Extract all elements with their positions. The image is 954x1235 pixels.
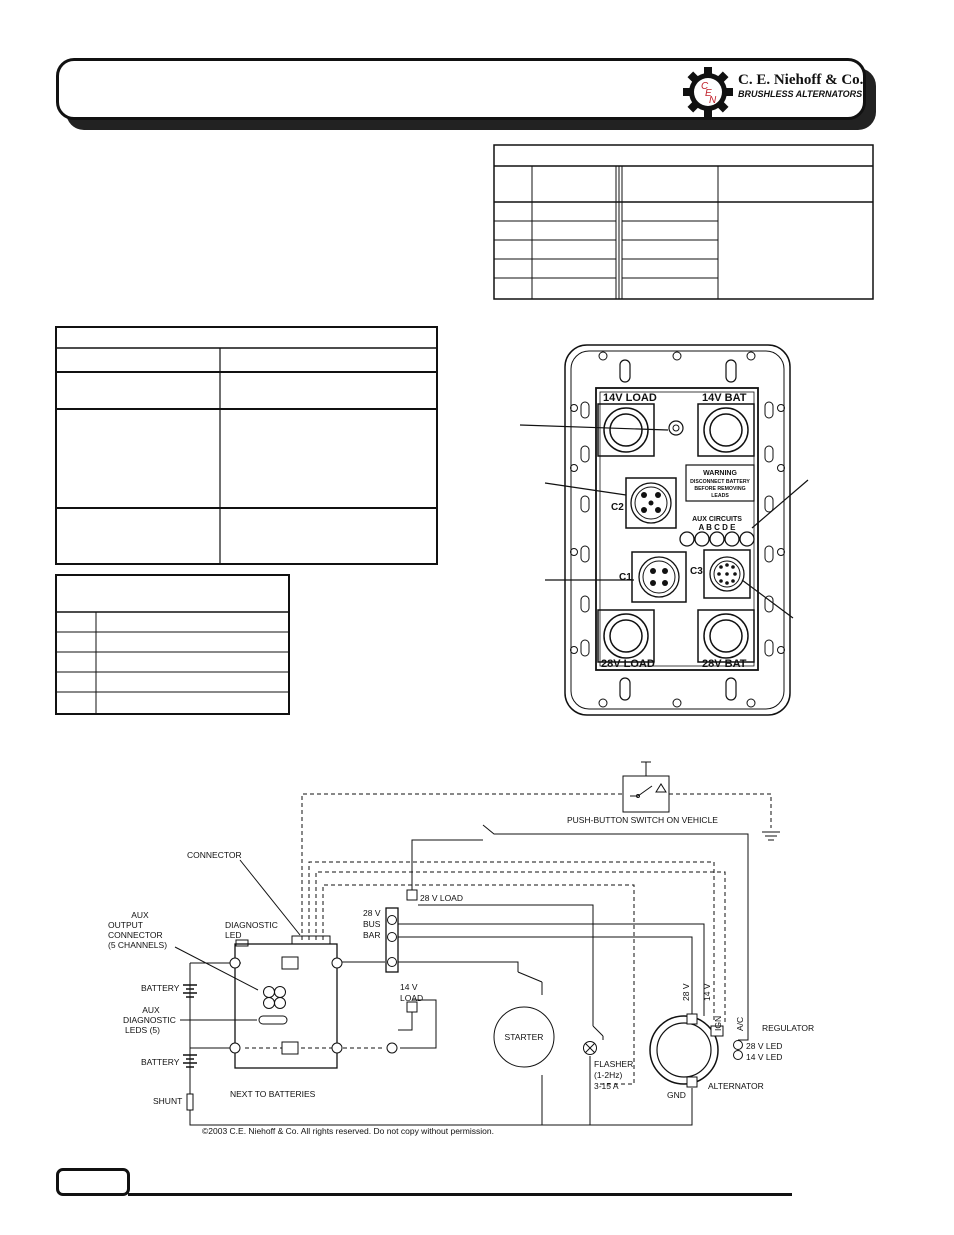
warning-line-2: BEFORE REMOVING bbox=[694, 486, 745, 492]
company-name: C. E. Niehoff & Co. bbox=[738, 72, 864, 88]
alt-14v-terminal: 14 V bbox=[702, 983, 712, 1001]
label-28v-bat: 28V BAT bbox=[702, 658, 747, 670]
warning-title: WARNING bbox=[703, 470, 737, 477]
aux-output-line-3: CONNECTOR bbox=[108, 930, 163, 940]
warning-line-3: LEADS bbox=[711, 493, 729, 499]
bus-bar-line-1: 28 V bbox=[363, 908, 381, 918]
aux-output-line-1: AUX bbox=[131, 910, 149, 920]
led-28v-label: 28 V LED bbox=[746, 1041, 782, 1051]
push-button-label: PUSH-BUTTON SWITCH ON VEHICLE bbox=[567, 815, 718, 825]
aux-letters: A B C D E bbox=[698, 523, 736, 532]
company-tagline: BRUSHLESS ALTERNATORS bbox=[738, 89, 863, 99]
connector-label: CONNECTOR bbox=[187, 850, 242, 860]
ign-terminal: IGN bbox=[713, 1016, 723, 1031]
next-to-batteries-label: NEXT TO BATTERIES bbox=[230, 1089, 316, 1099]
copyright-notice: ©2003 C.E. Niehoff & Co. All rights rese… bbox=[202, 1126, 494, 1136]
aux-diagnostic-line-3: LEDS (5) bbox=[125, 1025, 160, 1035]
wiring-schematic bbox=[174, 761, 780, 1126]
gnd-label: GND bbox=[667, 1090, 686, 1100]
flasher-line-2: (1-2Hz) bbox=[594, 1070, 623, 1080]
logo-letter-e: E bbox=[705, 88, 712, 99]
load-14v-line-2: LOAD bbox=[400, 993, 423, 1003]
shunt-label: SHUNT bbox=[153, 1096, 182, 1106]
battery-bottom-label: BATTERY bbox=[141, 1057, 180, 1067]
aux-output-line-4: (5 CHANNELS) bbox=[108, 940, 167, 950]
terminal-box-illustration bbox=[519, 344, 809, 716]
alternator-label: ALTERNATOR bbox=[708, 1081, 764, 1091]
warning-line-1: DISCONNECT BATTERY bbox=[690, 479, 750, 485]
company-logo: C E N bbox=[683, 67, 733, 117]
alt-28v-terminal: 28 V bbox=[681, 983, 691, 1001]
aux-output-line-2: OUTPUT bbox=[108, 920, 143, 930]
label-c2: C2 bbox=[611, 502, 624, 513]
bus-bar-line-3: BAR bbox=[363, 930, 380, 940]
aux-circuits-label: AUX CIRCUITS bbox=[692, 516, 742, 523]
logo-letter-n: N bbox=[709, 95, 717, 106]
label-28v-load: 28V LOAD bbox=[601, 658, 655, 670]
load-28v-label: 28 V LOAD bbox=[420, 893, 463, 903]
logo-letter-c: C bbox=[701, 81, 709, 92]
footer-rule bbox=[128, 1193, 792, 1196]
starter-label: STARTER bbox=[505, 1032, 544, 1042]
battery-top-label: BATTERY bbox=[141, 983, 180, 993]
flasher-line-1: FLASHER bbox=[594, 1059, 633, 1069]
regulator-label: REGULATOR bbox=[762, 1023, 814, 1033]
flasher-line-3: 3-15 A bbox=[594, 1081, 619, 1091]
schematic-labels: PUSH-BUTTON SWITCH ON VEHICLE CONNECTOR … bbox=[108, 815, 814, 1136]
label-c1: C1 bbox=[619, 572, 632, 583]
aux-diagnostic-line-2: DIAGNOSTIC bbox=[123, 1015, 176, 1025]
label-14v-bat: 14V BAT bbox=[702, 392, 747, 404]
page-number-tab bbox=[56, 1168, 130, 1196]
aux-diagnostic-line-1: AUX bbox=[142, 1005, 160, 1015]
led-14v-label: 14 V LED bbox=[746, 1052, 782, 1062]
diagnostic-led-line-1: DIAGNOSTIC bbox=[225, 920, 278, 930]
connector-pin-table-right bbox=[493, 144, 874, 300]
label-c3: C3 bbox=[690, 566, 703, 577]
diagnostic-led-line-2: LED bbox=[225, 930, 242, 940]
terminal-box-labels: 14V LOAD 14V BAT 28V LOAD 28V BAT C2 C1 … bbox=[601, 392, 750, 670]
label-14v-load: 14V LOAD bbox=[603, 392, 657, 404]
terminal-description-table bbox=[55, 326, 438, 565]
led-pin-table bbox=[55, 574, 290, 715]
bus-bar-line-2: BUS bbox=[363, 919, 381, 929]
load-14v-line-1: 14 V bbox=[400, 982, 418, 992]
ac-terminal: A/C bbox=[735, 1017, 745, 1031]
